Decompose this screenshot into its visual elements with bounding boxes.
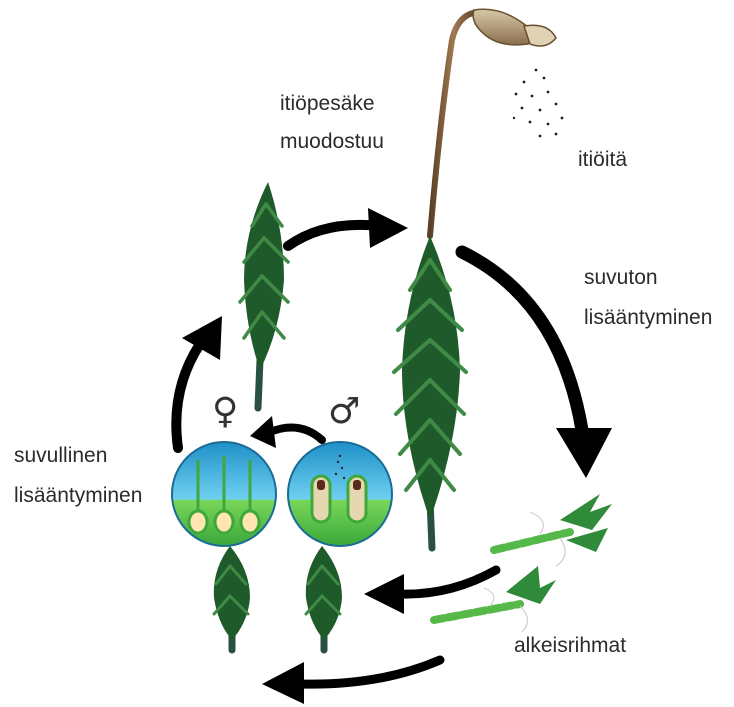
male-symbol-icon: ♂ xyxy=(328,394,360,430)
arrow-asexual xyxy=(462,252,582,430)
arrow-protonema-to-shoot xyxy=(398,570,496,594)
arrow-protonema-bottom xyxy=(300,660,440,684)
arrow-male-to-female-head xyxy=(250,416,276,448)
upper-moss-shoot xyxy=(240,182,288,408)
sporophyte-plant xyxy=(394,9,563,548)
arrow-protonema-to-shoot-head xyxy=(364,574,404,614)
label-sexual-line1: suvullinen xyxy=(14,438,107,474)
spore-dots xyxy=(513,69,564,138)
label-capsule-forms-line1: itiöpesäke xyxy=(280,86,375,122)
arrow-to-sporophyte-head xyxy=(368,208,408,248)
label-capsule-forms-line2: muodostuu xyxy=(280,124,384,160)
label-asexual-line1: suvuton xyxy=(584,260,658,296)
label-sexual-line2: lisääntyminen xyxy=(14,478,142,514)
arrow-asexual-head xyxy=(556,428,612,478)
arrow-sexual-up-head xyxy=(182,316,222,360)
seta-stalk xyxy=(430,12,478,236)
protonema-filaments xyxy=(434,494,612,632)
male-antheridia-circle xyxy=(288,442,392,546)
female-symbol-icon: ♀ xyxy=(212,394,238,430)
arrow-sexual-up xyxy=(176,344,200,448)
arrow-to-sporophyte xyxy=(288,225,380,246)
arrow-protonema-bottom-head xyxy=(262,662,304,704)
bottom-male-shoot xyxy=(306,546,342,650)
female-archegonia-circle xyxy=(172,442,276,546)
sporophyte-leafy-shoot xyxy=(394,236,466,548)
label-spores: itiöitä xyxy=(578,142,627,178)
bottom-female-shoot xyxy=(214,546,250,650)
arrow-male-to-female xyxy=(270,428,322,441)
label-protonema: alkeisrihmat xyxy=(514,628,626,664)
label-asexual-line2: lisääntyminen xyxy=(584,300,712,336)
